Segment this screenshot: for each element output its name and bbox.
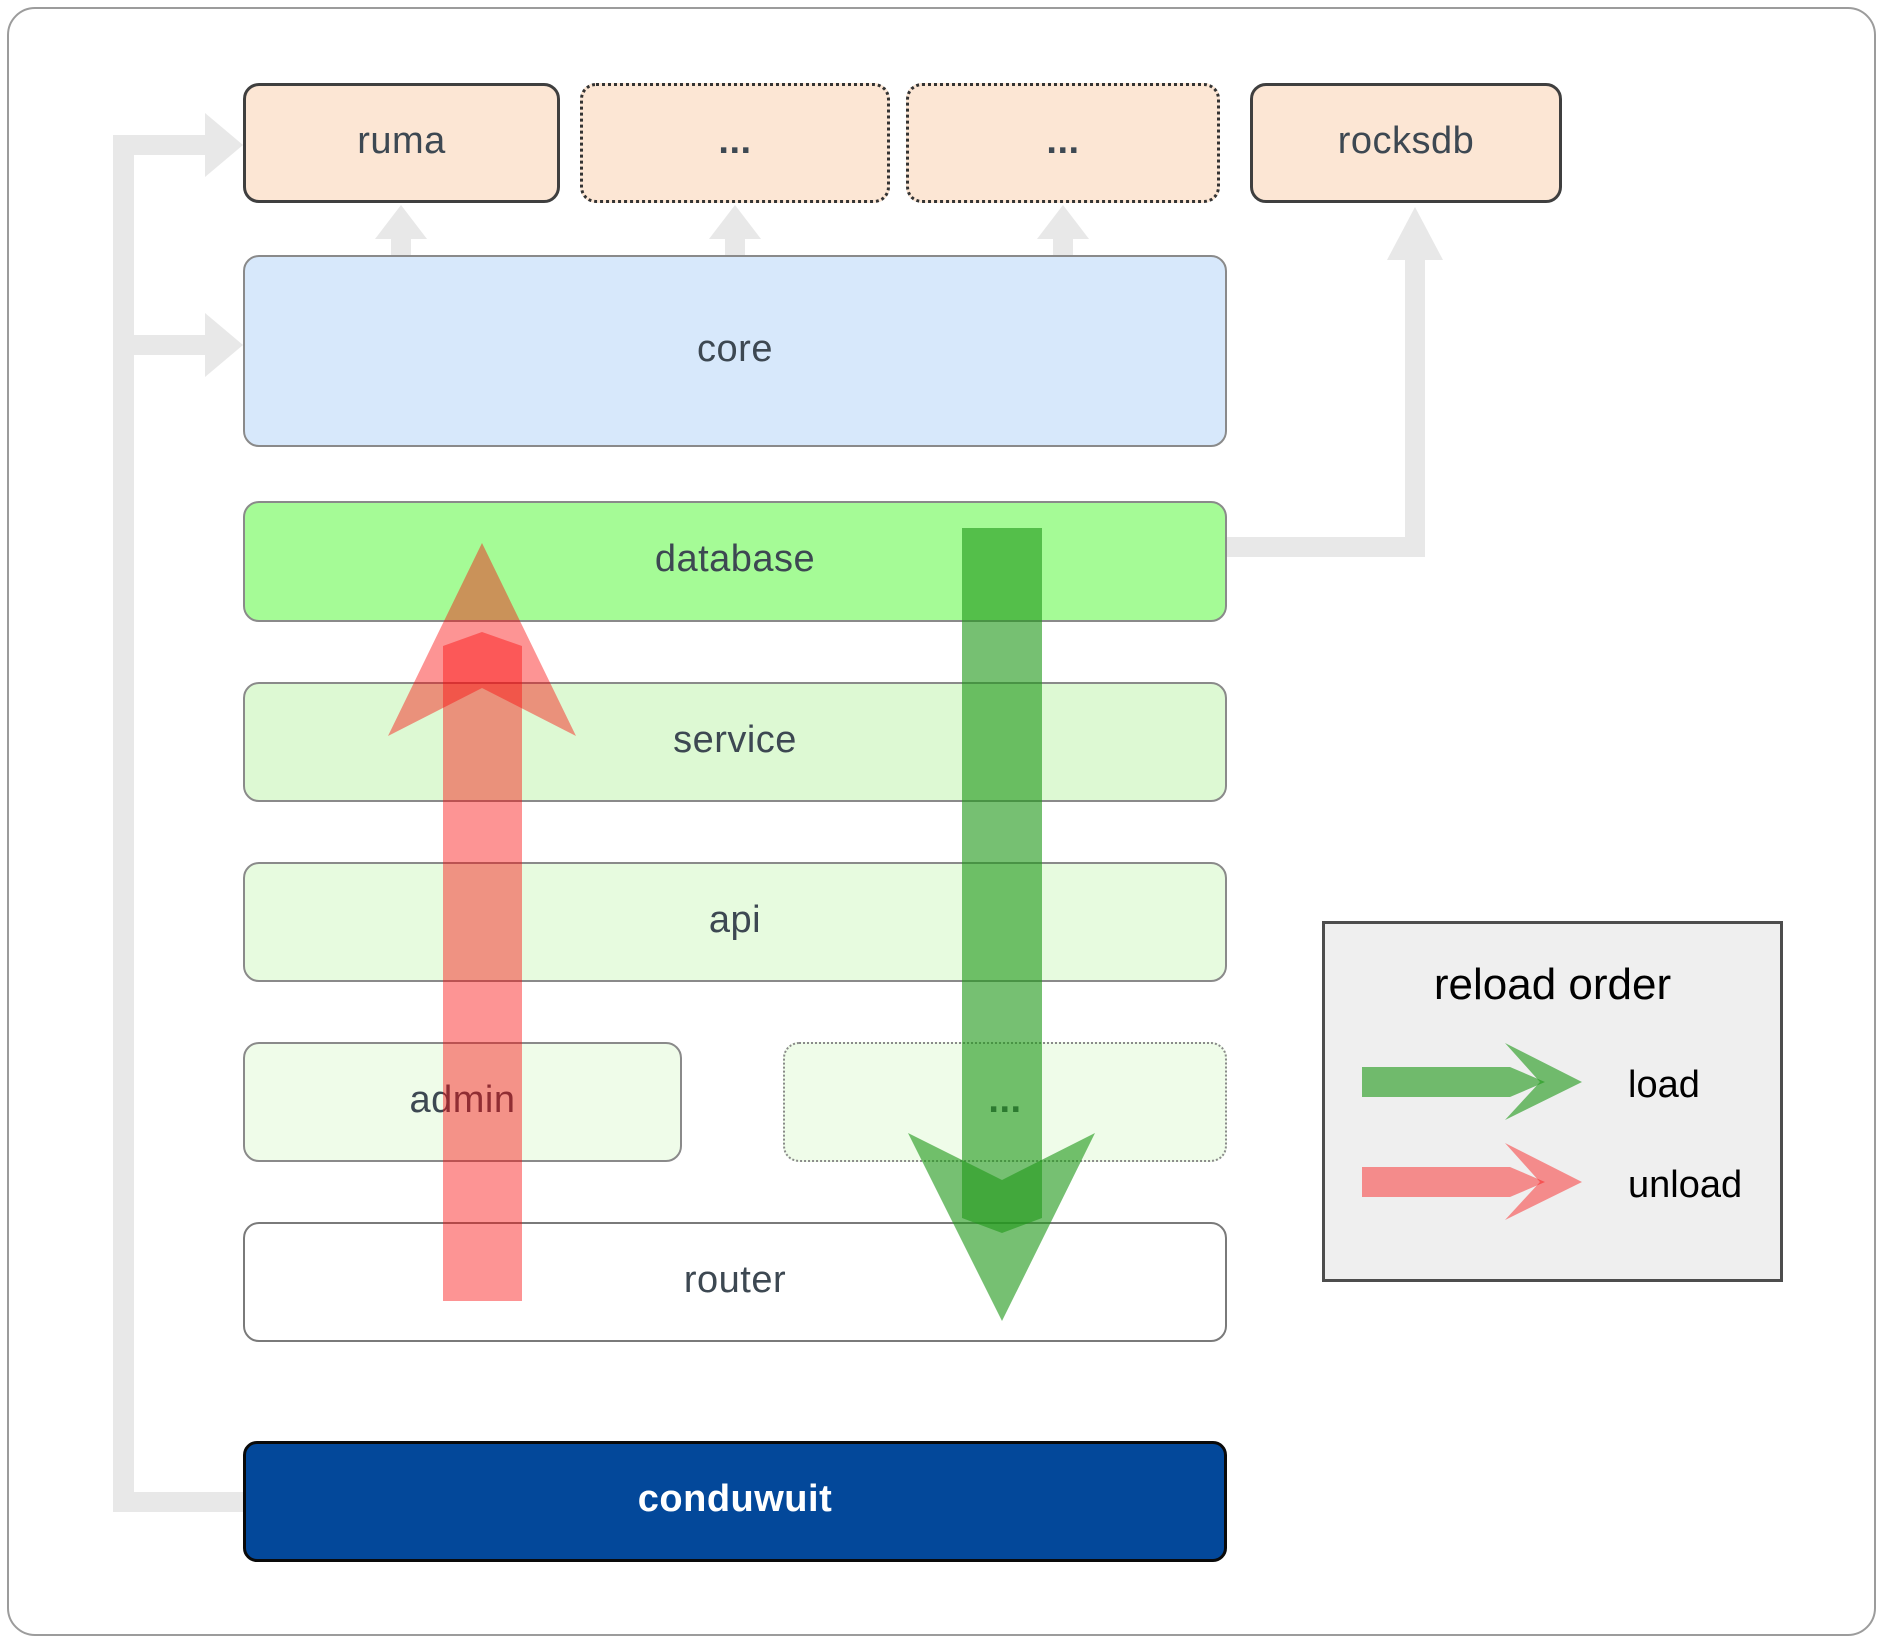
node-database: database — [243, 501, 1227, 622]
node-ruma-label: ruma — [357, 119, 446, 162]
legend-unload-label: unload — [1628, 1164, 1743, 1206]
node-ruma: ruma — [243, 83, 560, 203]
node-api-label: api — [708, 898, 762, 941]
node-admin-label: admin — [409, 1078, 516, 1121]
node-extension-2-label: ... — [1046, 119, 1080, 162]
node-service-label: service — [673, 718, 797, 761]
node-extension-1: ... — [580, 83, 890, 203]
node-service: service — [243, 682, 1227, 802]
diagram-outer-frame — [7, 7, 1876, 1636]
legend-load-label: load — [1628, 1064, 1700, 1106]
node-core-label: core — [697, 327, 773, 370]
node-admin: admin — [243, 1042, 682, 1162]
legend-title: reload order — [1433, 960, 1672, 1009]
node-conduwuit: conduwuit — [243, 1441, 1227, 1562]
node-conduwuit-label: conduwuit — [637, 1478, 833, 1520]
node-extension-2: ... — [906, 83, 1220, 203]
legend-box: reload order load unload — [1322, 921, 1783, 1282]
node-extension-1-label: ... — [718, 119, 752, 162]
node-database-label: database — [654, 538, 816, 580]
node-service-module: ... — [783, 1042, 1227, 1162]
node-rocksdb-label: rocksdb — [1337, 119, 1475, 162]
node-core: core — [243, 255, 1227, 447]
node-rocksdb: rocksdb — [1250, 83, 1562, 203]
node-router: router — [243, 1222, 1227, 1342]
node-service-module-label: ... — [988, 1078, 1022, 1121]
node-api: api — [243, 862, 1227, 982]
node-router-label: router — [683, 1258, 787, 1301]
